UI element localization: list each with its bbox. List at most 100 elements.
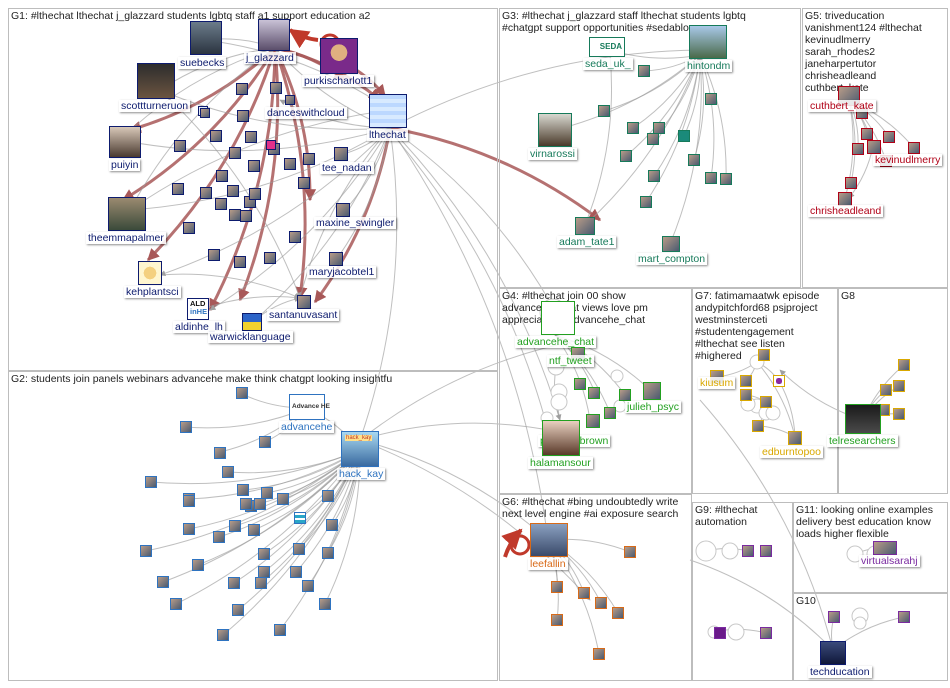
user-avatar-node[interactable] xyxy=(200,108,210,118)
user-avatar-node[interactable] xyxy=(551,614,563,626)
user-avatar-node[interactable] xyxy=(258,548,270,560)
node-julieh-psyc[interactable]: julieh_psyc xyxy=(625,382,681,413)
user-avatar-node[interactable] xyxy=(259,436,271,448)
user-avatar-node[interactable] xyxy=(208,249,220,261)
user-avatar-node[interactable] xyxy=(274,624,286,636)
user-avatar-node[interactable] xyxy=(588,387,600,399)
node-telresearchers[interactable]: telresearchers xyxy=(827,404,898,447)
user-avatar-node[interactable] xyxy=(705,172,717,184)
node-puiyin[interactable]: puiyin xyxy=(109,126,141,171)
user-avatar-node[interactable] xyxy=(255,577,267,589)
node-maryjacobtel1[interactable]: maryjacobtel1 xyxy=(307,252,377,278)
node-kevinudlmerry[interactable]: kevinudlmerry xyxy=(867,140,943,166)
user-avatar-node[interactable] xyxy=(200,187,212,199)
node-mart-compton[interactable]: mart_compton xyxy=(636,236,708,265)
user-avatar-node[interactable] xyxy=(620,150,632,162)
node-halamansour[interactable]: halamansour xyxy=(528,420,593,469)
user-circle-node[interactable] xyxy=(550,393,568,411)
user-avatar-node[interactable] xyxy=(758,349,770,361)
node-warwicklanguage[interactable]: warwicklanguage xyxy=(208,313,293,343)
node-chrisheadleand[interactable]: chrisheadleand xyxy=(808,192,884,217)
user-avatar-node[interactable] xyxy=(140,545,152,557)
node-hintondm[interactable]: hintondm xyxy=(685,25,733,72)
user-avatar-node[interactable] xyxy=(240,210,252,222)
user-avatar-node[interactable] xyxy=(740,375,752,387)
user-avatar-node[interactable] xyxy=(249,188,261,200)
user-avatar-node[interactable] xyxy=(740,389,752,401)
node-scottturneruon[interactable]: scottturneruon xyxy=(119,63,191,112)
user-avatar-node[interactable] xyxy=(893,380,905,392)
node-ntf-tweet[interactable]: ntf_tweet xyxy=(547,347,594,367)
node-adam-tate1[interactable]: adam_tate1 xyxy=(557,217,617,248)
user-avatar-node[interactable] xyxy=(229,209,241,221)
user-avatar-node[interactable] xyxy=(170,598,182,610)
user-avatar-node[interactable] xyxy=(248,160,260,172)
user-avatar-node[interactable] xyxy=(277,493,289,505)
user-avatar-node[interactable] xyxy=(604,407,616,419)
user-avatar-node[interactable] xyxy=(302,580,314,592)
user-avatar-node[interactable] xyxy=(619,389,631,401)
node-advancehe-chat[interactable]: advancehe_chat xyxy=(515,301,597,348)
node-perfectlybrown[interactable]: perfectlybrown xyxy=(538,414,611,447)
user-avatar-node[interactable] xyxy=(861,128,873,140)
user-avatar-node[interactable] xyxy=(303,153,315,165)
user-avatar-node[interactable] xyxy=(760,545,772,557)
user-avatar-node[interactable] xyxy=(293,543,305,555)
user-avatar-node[interactable] xyxy=(270,82,282,94)
user-avatar-node[interactable] xyxy=(551,581,563,593)
user-avatar-node[interactable] xyxy=(236,83,248,95)
user-avatar-node[interactable] xyxy=(688,154,700,166)
user-avatar-node[interactable] xyxy=(192,559,204,571)
node-purkischarlott1[interactable]: purkischarlott1 xyxy=(302,38,375,87)
user-avatar-node[interactable] xyxy=(653,122,665,134)
user-avatar-node[interactable] xyxy=(254,498,266,510)
user-avatar-node[interactable] xyxy=(264,252,276,264)
user-avatar-node[interactable] xyxy=(760,396,772,408)
user-circle-node[interactable] xyxy=(721,542,739,560)
node-kehplantsci[interactable]: kehplantsci xyxy=(124,261,181,298)
user-avatar-node[interactable] xyxy=(290,566,302,578)
user-avatar-node[interactable] xyxy=(326,519,338,531)
user-avatar-node[interactable] xyxy=(845,177,857,189)
user-avatar-node[interactable] xyxy=(236,387,248,399)
node-techducation[interactable]: techducation xyxy=(808,641,872,678)
node-virtualsarahj[interactable]: virtualsarahj xyxy=(859,541,920,567)
user-avatar-node[interactable] xyxy=(883,131,895,143)
user-avatar-node[interactable] xyxy=(215,198,227,210)
node-j-glazzard[interactable]: j_glazzard xyxy=(244,19,296,64)
user-avatar-node[interactable] xyxy=(627,122,639,134)
user-avatar-node[interactable] xyxy=(322,490,334,502)
user-avatar-node[interactable] xyxy=(852,143,864,155)
user-avatar-node[interactable] xyxy=(240,498,252,510)
user-avatar-node[interactable] xyxy=(210,130,222,142)
user-avatar-node[interactable] xyxy=(183,523,195,535)
user-avatar-node[interactable] xyxy=(172,183,184,195)
user-avatar-node[interactable] xyxy=(773,375,785,387)
user-circle-node[interactable] xyxy=(727,623,745,641)
user-avatar-node[interactable] xyxy=(298,177,310,189)
user-circle-node[interactable] xyxy=(765,405,781,421)
user-avatar-node[interactable] xyxy=(678,130,690,142)
user-avatar-node[interactable] xyxy=(880,384,892,396)
user-avatar-node[interactable] xyxy=(908,142,920,154)
user-avatar-node[interactable] xyxy=(232,604,244,616)
user-avatar-node[interactable] xyxy=(174,140,186,152)
node-edburntopoo[interactable]: edburntopoo xyxy=(760,431,823,458)
user-avatar-node[interactable] xyxy=(237,110,249,122)
user-avatar-node[interactable] xyxy=(319,598,331,610)
user-avatar-node[interactable] xyxy=(574,378,586,390)
user-avatar-node[interactable] xyxy=(760,627,772,639)
user-avatar-node[interactable] xyxy=(638,65,650,77)
user-avatar-node[interactable] xyxy=(183,222,195,234)
user-avatar-node[interactable] xyxy=(229,520,241,532)
user-avatar-node[interactable] xyxy=(828,611,840,623)
user-avatar-node[interactable] xyxy=(228,577,240,589)
user-avatar-node[interactable] xyxy=(893,408,905,420)
user-avatar-node[interactable] xyxy=(234,256,246,268)
user-avatar-node[interactable] xyxy=(578,587,590,599)
user-avatar-node[interactable] xyxy=(248,524,260,536)
user-avatar-node[interactable] xyxy=(229,147,241,159)
node-maxine-swingler[interactable]: maxine_swingler xyxy=(314,203,397,229)
